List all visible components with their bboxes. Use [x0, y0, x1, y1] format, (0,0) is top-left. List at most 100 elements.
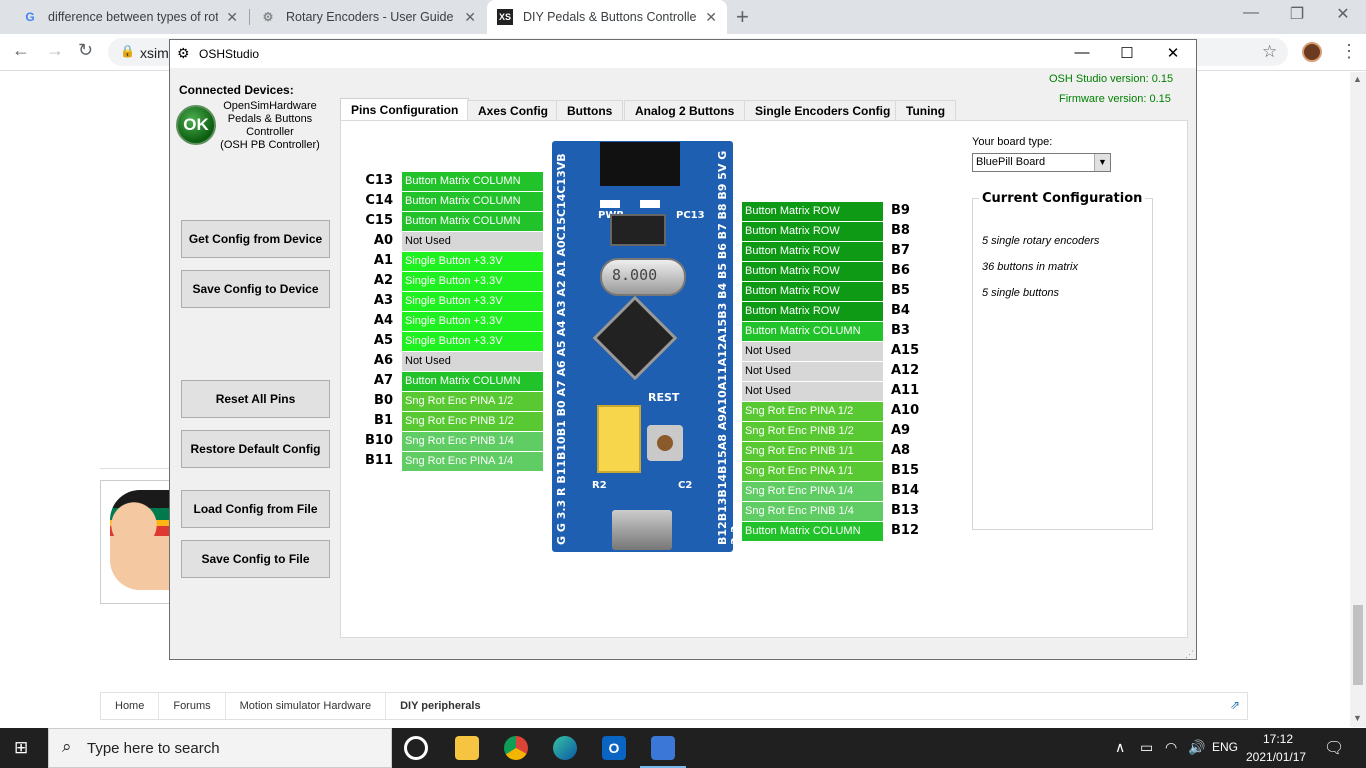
restore-default-button[interactable]: Restore Default Config [181, 430, 330, 468]
pin-function-select-c13[interactable]: Button Matrix COLUMN [402, 172, 543, 191]
pin-function-select-b14[interactable]: Sng Rot Enc PINA 1/4 [742, 482, 883, 501]
pin-function-select-c14[interactable]: Button Matrix COLUMN [402, 192, 543, 211]
pin-function-select-b1[interactable]: Sng Rot Enc PINB 1/2 [402, 412, 543, 431]
pin-label-a1: A1 [373, 253, 393, 268]
device-name[interactable]: OpenSimHardware Pedals & Buttons Control… [218, 100, 322, 152]
outlook-icon[interactable]: O [602, 736, 626, 760]
windows-start-icon[interactable]: ⊞ [14, 738, 29, 757]
back-icon[interactable]: ← [12, 40, 30, 60]
reload-icon[interactable]: ↻ [78, 40, 94, 60]
browser-tab-1[interactable]: G difference between types of rotar ✕ [12, 0, 248, 34]
pin-function-select-b5[interactable]: Button Matrix ROW [742, 282, 883, 301]
tab-single-encoders[interactable]: Single Encoders Config [744, 100, 902, 121]
edge-icon[interactable] [553, 736, 577, 760]
window-close-icon[interactable]: ✕ [1166, 45, 1180, 62]
clock-date[interactable]: 2021/01/17 [1246, 750, 1307, 764]
get-config-button[interactable]: Get Config from Device [181, 220, 330, 258]
pin-function-select-b10[interactable]: Sng Rot Enc PINB 1/4 [402, 432, 543, 451]
breadcrumb-forums[interactable]: Forums [159, 693, 226, 719]
tab-pins-configuration[interactable]: Pins Configuration [340, 98, 470, 121]
restore-icon[interactable]: ❐ [1289, 6, 1305, 23]
bookmark-star-icon[interactable]: ☆ [1262, 42, 1278, 61]
browser-tab-2[interactable]: ⚙ Rotary Encoders - User Guide - A ✕ [250, 0, 486, 34]
pin-function-select-b13[interactable]: Sng Rot Enc PINB 1/4 [742, 502, 883, 521]
pin-function-select-b6[interactable]: Button Matrix ROW [742, 262, 883, 281]
resize-grip-icon[interactable]: ⋰ [1185, 649, 1194, 659]
close-icon[interactable]: ✕ [1336, 6, 1350, 23]
chevron-up-icon[interactable]: ∧ [1115, 739, 1126, 755]
lock-icon[interactable]: 🔒 [120, 44, 135, 58]
address-text[interactable]: xsim [140, 45, 169, 61]
wifi-icon[interactable]: ◠ [1165, 739, 1178, 755]
scroll-up-icon[interactable]: ▲ [1353, 74, 1362, 84]
chevron-down-icon[interactable]: ▼ [1094, 154, 1110, 171]
clock-time[interactable]: 17:12 [1262, 732, 1294, 746]
pin-function-select-c15[interactable]: Button Matrix COLUMN [402, 212, 543, 231]
reset-pins-button[interactable]: Reset All Pins [181, 380, 330, 418]
pin-function-select-a2[interactable]: Single Button +3.3V [402, 272, 543, 291]
save-config-button[interactable]: Save Config to Device [181, 270, 330, 308]
breadcrumb-home[interactable]: Home [101, 693, 160, 719]
expand-icon[interactable]: ⇗ [1230, 698, 1241, 712]
menu-icon[interactable]: ⋮ [1340, 41, 1358, 61]
pin-label-b11: B11 [365, 453, 393, 468]
pin-function-select-a5[interactable]: Single Button +3.3V [402, 332, 543, 351]
browser-tab-3[interactable]: XS DIY Pedals & Buttons Controller | ✕ [487, 0, 727, 34]
pin-function-select-b4[interactable]: Button Matrix ROW [742, 302, 883, 321]
taskbar-search-box[interactable] [48, 728, 392, 768]
breadcrumb-motion-sim[interactable]: Motion simulator Hardware [226, 693, 387, 719]
pin-function-select-a7[interactable]: Button Matrix COLUMN [402, 372, 543, 391]
pin-function-select-a1[interactable]: Single Button +3.3V [402, 252, 543, 271]
pin-label-a3: A3 [373, 293, 393, 308]
pin-function-select-b8[interactable]: Button Matrix ROW [742, 222, 883, 241]
user-avatar[interactable] [110, 490, 170, 590]
battery-icon[interactable]: ▭ [1140, 739, 1154, 755]
profile-avatar[interactable] [1302, 42, 1322, 62]
window-maximize-icon[interactable]: ☐ [1120, 45, 1134, 62]
tab-buttons[interactable]: Buttons [556, 100, 624, 121]
notification-icon[interactable]: 🗨 [1324, 740, 1345, 757]
pin-function-select-b15[interactable]: Sng Rot Enc PINA 1/1 [742, 462, 883, 481]
pin-function-select-b0[interactable]: Sng Rot Enc PINA 1/2 [402, 392, 543, 411]
pin-function-select-a6[interactable]: Not Used [402, 352, 543, 371]
page-scrollbar[interactable] [1350, 72, 1366, 727]
cortana-icon[interactable] [404, 736, 428, 760]
language-indicator[interactable]: ENG [1212, 740, 1239, 754]
pin-function-select-b12[interactable]: Button Matrix COLUMN [742, 522, 883, 541]
chrome-icon[interactable] [504, 736, 528, 760]
board-type-select[interactable]: BluePill Board [972, 153, 1111, 172]
pin-function-select-b11[interactable]: Sng Rot Enc PINA 1/4 [402, 452, 543, 471]
file-explorer-icon[interactable] [455, 736, 479, 760]
volume-icon[interactable]: 🔊 [1188, 739, 1206, 755]
device-name-line: Controller [246, 126, 294, 138]
tab-tuning[interactable]: Tuning [895, 100, 957, 121]
pin-function-select-a8[interactable]: Sng Rot Enc PINB 1/1 [742, 442, 883, 461]
pin-function-select-b7[interactable]: Button Matrix ROW [742, 242, 883, 261]
pin-function-select-b3[interactable]: Button Matrix COLUMN [742, 322, 883, 341]
tab-analog-2-buttons[interactable]: Analog 2 Buttons [624, 100, 746, 121]
osh-studio-taskbar-icon[interactable] [651, 736, 675, 760]
pin-function-select-a15[interactable]: Not Used [742, 342, 883, 361]
load-config-file-button[interactable]: Load Config from File [181, 490, 330, 528]
breadcrumb-diy[interactable]: DIY peripherals [400, 700, 481, 712]
pin-function-select-a11[interactable]: Not Used [742, 382, 883, 401]
close-tab-icon[interactable]: ✕ [464, 8, 476, 25]
minimize-icon[interactable]: — [1243, 4, 1259, 21]
window-minimize-icon[interactable]: — [1074, 44, 1090, 61]
pin-function-select-a9[interactable]: Sng Rot Enc PINB 1/2 [742, 422, 883, 441]
pin-function-select-a0[interactable]: Not Used [402, 232, 543, 251]
scroll-thumb[interactable] [1353, 605, 1363, 685]
pin-function-select-a10[interactable]: Sng Rot Enc PINA 1/2 [742, 402, 883, 421]
save-config-file-button[interactable]: Save Config to File [181, 540, 330, 578]
forward-icon[interactable]: → [46, 40, 64, 60]
new-tab-icon[interactable]: + [736, 4, 749, 29]
pin-function-select-a12[interactable]: Not Used [742, 362, 883, 381]
close-tab-icon[interactable]: ✕ [705, 8, 717, 25]
search-placeholder[interactable]: Type here to search [87, 740, 220, 757]
close-tab-icon[interactable]: ✕ [226, 8, 238, 25]
scroll-down-icon[interactable]: ▼ [1353, 713, 1362, 723]
tab-axes-config[interactable]: Axes Config [467, 100, 560, 121]
pin-function-select-b9[interactable]: Button Matrix ROW [742, 202, 883, 221]
pin-function-select-a4[interactable]: Single Button +3.3V [402, 312, 543, 331]
pin-function-select-a3[interactable]: Single Button +3.3V [402, 292, 543, 311]
